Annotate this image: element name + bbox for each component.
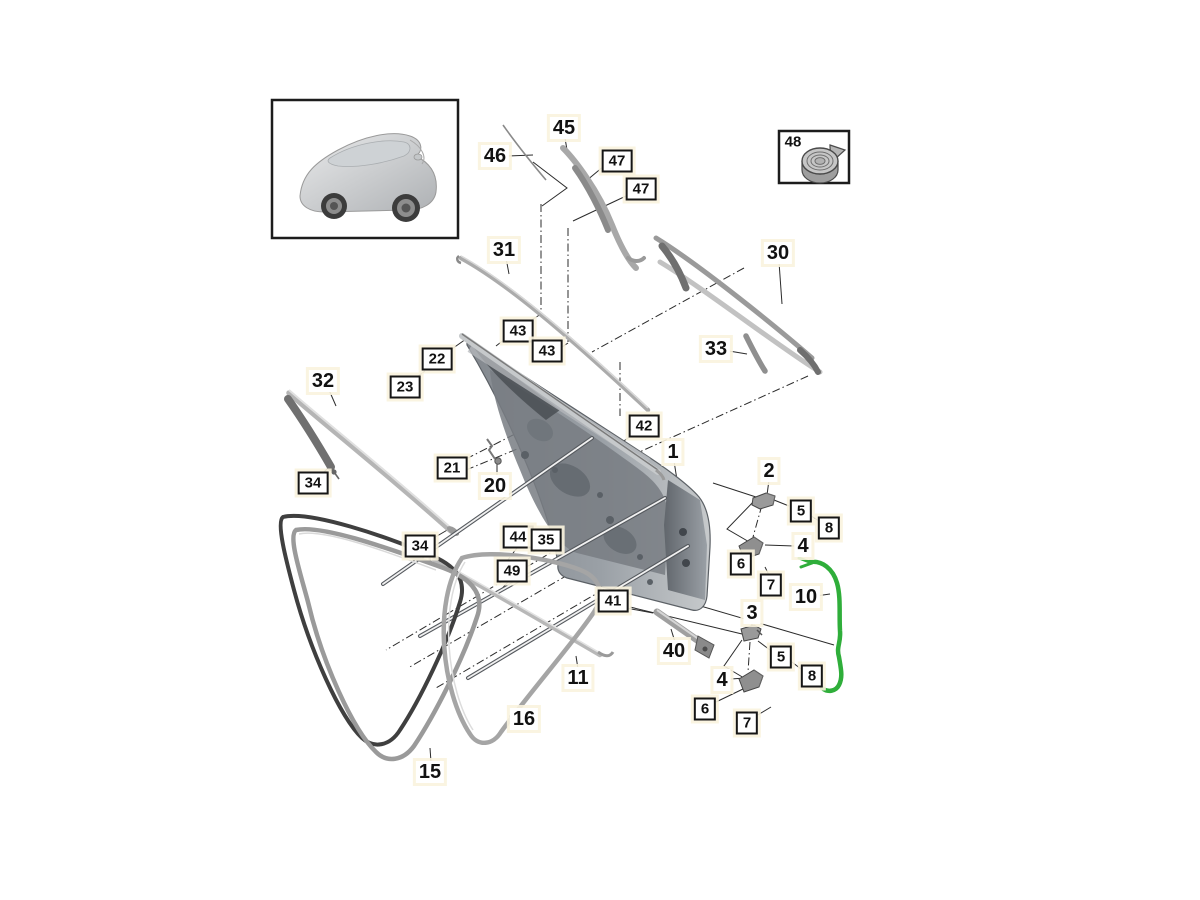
callout-32[interactable]: 32 xyxy=(308,370,338,392)
callout-34-b[interactable]: 34 xyxy=(404,534,436,558)
car-mirror xyxy=(413,153,423,161)
trim-strip-46 xyxy=(502,124,547,181)
callout-10[interactable]: 10 xyxy=(791,586,821,608)
window-channel-32 xyxy=(284,389,527,538)
callout-42[interactable]: 42 xyxy=(628,414,660,438)
trim-piece-33 xyxy=(743,333,768,374)
hinge-4-lower-set xyxy=(738,669,764,693)
callout-34-a[interactable]: 34 xyxy=(297,471,329,495)
callout-47-a[interactable]: 47 xyxy=(601,149,633,173)
callout-43-a[interactable]: 43 xyxy=(502,319,534,343)
stop-pin-20 xyxy=(486,438,502,465)
door-hinge-face xyxy=(664,480,707,600)
callout-11[interactable]: 11 xyxy=(564,667,592,689)
callout-33[interactable]: 33 xyxy=(701,338,731,360)
car-thumbnail xyxy=(270,98,460,240)
door-cable-10 xyxy=(797,556,844,694)
callout-20[interactable]: 20 xyxy=(480,475,510,497)
callout-30[interactable]: 30 xyxy=(763,242,793,264)
callout-8-a[interactable]: 8 xyxy=(817,516,841,540)
callout-6-a[interactable]: 6 xyxy=(729,552,753,576)
callout-2[interactable]: 2 xyxy=(760,460,778,482)
callout-49[interactable]: 49 xyxy=(496,559,528,583)
callout-31[interactable]: 31 xyxy=(489,239,519,261)
callout-40[interactable]: 40 xyxy=(659,640,689,662)
door-seal-loops-15-16 xyxy=(278,513,603,762)
callout-23[interactable]: 23 xyxy=(389,375,421,399)
callout-35[interactable]: 35 xyxy=(530,528,562,552)
callout-8-b[interactable]: 8 xyxy=(800,664,824,688)
moulding-strip-31 xyxy=(456,254,651,413)
callout-7-b[interactable]: 7 xyxy=(735,711,759,735)
seal-loop-15 xyxy=(291,526,482,762)
callout-7-a[interactable]: 7 xyxy=(759,573,783,597)
hinge-upper-2 xyxy=(751,492,776,510)
car-glass xyxy=(327,140,411,167)
callout-1[interactable]: 1 xyxy=(664,441,682,463)
door-top-moulding-42 xyxy=(459,333,666,481)
callout-48[interactable]: 48 xyxy=(782,133,804,151)
callout-5-a[interactable]: 5 xyxy=(789,499,813,523)
callout-45[interactable]: 45 xyxy=(549,117,579,139)
callout-21[interactable]: 21 xyxy=(436,456,468,480)
callout-6-b[interactable]: 6 xyxy=(693,697,717,721)
callout-4-b[interactable]: 4 xyxy=(713,669,731,691)
callout-47-b[interactable]: 47 xyxy=(625,177,657,201)
window-guide-rail-45 xyxy=(560,145,646,271)
striker-3 xyxy=(740,624,763,642)
callout-44[interactable]: 44 xyxy=(502,525,534,549)
callout-5-b[interactable]: 5 xyxy=(769,645,793,669)
callout-22[interactable]: 22 xyxy=(421,347,453,371)
callout-46[interactable]: 46 xyxy=(480,145,510,167)
callout-16[interactable]: 16 xyxy=(509,708,539,730)
callout-4-a[interactable]: 4 xyxy=(794,535,812,557)
callout-15[interactable]: 15 xyxy=(415,761,445,783)
callout-3[interactable]: 3 xyxy=(743,602,761,624)
callout-41[interactable]: 41 xyxy=(597,589,629,613)
seal-loop-16 xyxy=(441,552,603,745)
moulding-strips-30 xyxy=(653,235,823,375)
callout-43-b[interactable]: 43 xyxy=(531,339,563,363)
door-check-strap-40 xyxy=(653,608,715,659)
